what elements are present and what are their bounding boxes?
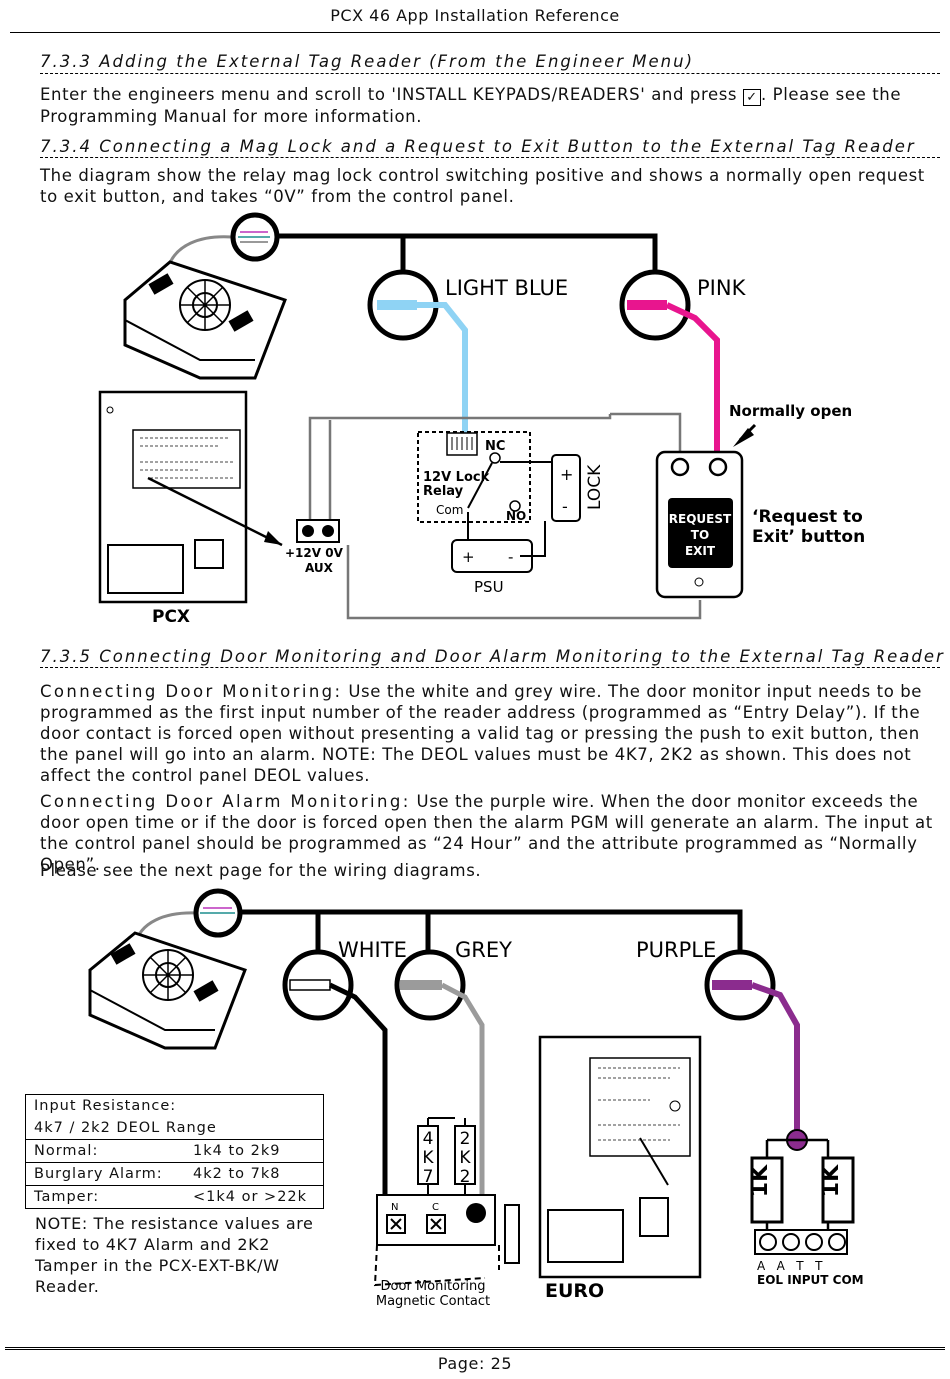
section-735-rule bbox=[40, 667, 940, 668]
relay-box bbox=[417, 431, 531, 523]
resistance-row: Normal: 1k4 to 2k9 bbox=[26, 1139, 323, 1162]
row-label: Tamper: bbox=[34, 1189, 100, 1205]
row-value: <1k4 or >22k bbox=[193, 1189, 308, 1205]
section-733-rule bbox=[40, 73, 940, 74]
contact-label-1: Door Monitoring bbox=[381, 1279, 486, 1294]
euro-control-panel bbox=[538, 1035, 702, 1279]
grey-0v-wire bbox=[346, 545, 702, 620]
row-label: Burglary Alarm: bbox=[34, 1166, 163, 1182]
section-733-heading: 7.3.3 Adding the External Tag Reader (Fr… bbox=[40, 52, 695, 71]
purple-wire bbox=[750, 982, 800, 1138]
psu-plus: + bbox=[462, 548, 475, 566]
resistance-title-1: Input Resistance: bbox=[34, 1098, 177, 1114]
grey-wire bbox=[440, 982, 485, 1208]
terminal-letters: A A T T bbox=[757, 1259, 823, 1273]
pcx-control-panel bbox=[98, 390, 283, 604]
section-733-text-a: Enter the engineers menu and scroll to '… bbox=[40, 85, 743, 104]
resistance-title-2: 4k7 / 2k2 DEOL Range bbox=[34, 1120, 217, 1136]
lock-plus: + bbox=[560, 465, 573, 484]
grey-aux-wire bbox=[308, 414, 612, 520]
tick-key-icon: ✓ bbox=[742, 89, 761, 106]
res2-b: K bbox=[459, 1148, 471, 1168]
p2-text: Use the purple wire. When the door monit… bbox=[40, 792, 933, 874]
light-blue-label: LIGHT BLUE bbox=[445, 276, 568, 300]
resistance-row: Burglary Alarm: 4k2 to 7k8 bbox=[26, 1162, 323, 1185]
eol-resistor-1 bbox=[750, 1156, 784, 1224]
section-734-heading: 7.3.4 Connecting a Mag Lock and a Reques… bbox=[40, 137, 916, 156]
section-733-text: Enter the engineers menu and scroll to '… bbox=[40, 84, 940, 127]
eol-2-label: 1K bbox=[819, 1164, 844, 1197]
res1-c: 7 bbox=[423, 1167, 434, 1187]
rte-line-1: REQUEST bbox=[669, 512, 732, 526]
purple-label: PURPLE bbox=[636, 938, 716, 962]
euro-label: EURO bbox=[545, 1280, 604, 1302]
section-735-p2: Connecting Door Alarm Monitoring: Use th… bbox=[40, 791, 940, 875]
aux-label-2: AUX bbox=[305, 561, 334, 575]
mag-lock-wiring-diagram: LIGHT BLUE PINK Normally open NC 12V Loc… bbox=[98, 212, 865, 627]
footer-rule bbox=[5, 1347, 945, 1350]
row-value: 4k2 to 7k8 bbox=[193, 1166, 281, 1182]
rte-line-3: EXIT bbox=[685, 544, 716, 558]
p1-lead: Connecting Door Monitoring: bbox=[40, 682, 343, 701]
tag-reader-device bbox=[123, 260, 287, 380]
relay-label-2: Relay bbox=[423, 484, 464, 499]
c-label: C bbox=[432, 1202, 439, 1213]
pcx-label: PCX bbox=[152, 607, 190, 627]
section-734-text: The diagram show the relay mag lock cont… bbox=[40, 166, 925, 206]
rte-label-1: ‘Request to bbox=[752, 507, 863, 527]
com-label: Com bbox=[436, 503, 463, 517]
page-number: Page: 25 bbox=[437, 1354, 513, 1373]
p1-text: Use the white and grey wire. The door mo… bbox=[40, 682, 923, 785]
light-blue-wire bbox=[417, 302, 468, 433]
resistance-table: Input Resistance: 4k7 / 2k2 DEOL Range N… bbox=[25, 1094, 324, 1209]
psu-minus: - bbox=[508, 548, 513, 566]
page-header: PCX 46 App Installation Reference bbox=[330, 6, 620, 25]
relay-switch bbox=[467, 462, 493, 509]
door-monitoring-wiring-diagram: WHITE GREY PURPLE 4 K 7 2 K 2 N C Door M… bbox=[88, 888, 864, 1309]
request-to-exit-button bbox=[655, 450, 744, 599]
psu-label: PSU bbox=[474, 578, 504, 596]
res2-c: 2 bbox=[460, 1167, 471, 1187]
header-rule bbox=[10, 32, 940, 33]
contact-label-2: Magnetic Contact bbox=[376, 1294, 490, 1309]
res1-b: K bbox=[422, 1148, 434, 1168]
tag-reader-device-2 bbox=[88, 931, 247, 1050]
relay-label-1: 12V Lock bbox=[423, 470, 490, 485]
resistance-note: NOTE: The resistance values are fixed to… bbox=[35, 1214, 314, 1296]
p2-lead: Connecting Door Alarm Monitoring: bbox=[40, 792, 411, 811]
section-735-p1: Connecting Door Monitoring: Use the whit… bbox=[40, 681, 940, 786]
eol-input-label: EOL INPUT COM bbox=[757, 1273, 864, 1287]
mag-lock bbox=[551, 454, 581, 522]
rte-label-2: Exit’ button bbox=[752, 527, 865, 547]
row-value: 1k4 to 2k9 bbox=[193, 1143, 281, 1159]
lock-minus: - bbox=[562, 497, 568, 516]
pink-label: PINK bbox=[697, 276, 747, 300]
section-733-text-b: . Please see the Programming Manual for … bbox=[40, 85, 902, 126]
section-735-heading: 7.3.5 Connecting Door Monitoring and Doo… bbox=[40, 647, 945, 666]
grey-label: GREY bbox=[455, 938, 512, 962]
res2-a: 2 bbox=[460, 1129, 471, 1149]
res1-a: 4 bbox=[423, 1129, 434, 1149]
lock-label: LOCK bbox=[585, 464, 605, 510]
eol-1-label: 1K bbox=[748, 1164, 773, 1197]
aux-label-1: +12V 0V bbox=[285, 546, 344, 560]
section-735-p3: Please see the next page for the wiring … bbox=[40, 861, 482, 880]
door-contact-block bbox=[373, 1194, 520, 1287]
rte-line-2: TO bbox=[691, 528, 709, 542]
nc-label: NC bbox=[485, 439, 505, 454]
no-label: NO bbox=[506, 509, 526, 523]
white-wire bbox=[328, 982, 388, 1198]
reader-bus-wire-2 bbox=[218, 909, 743, 955]
eol-resistor-2 bbox=[821, 1156, 855, 1224]
pink-wire bbox=[665, 302, 720, 458]
resistance-row: Tamper: <1k4 or >22k bbox=[26, 1185, 323, 1208]
section-734-rule bbox=[40, 157, 940, 158]
normally-open-label: Normally open bbox=[729, 402, 852, 420]
n-label: N bbox=[391, 1202, 398, 1213]
white-label: WHITE bbox=[338, 938, 407, 962]
row-label: Normal: bbox=[34, 1143, 99, 1159]
